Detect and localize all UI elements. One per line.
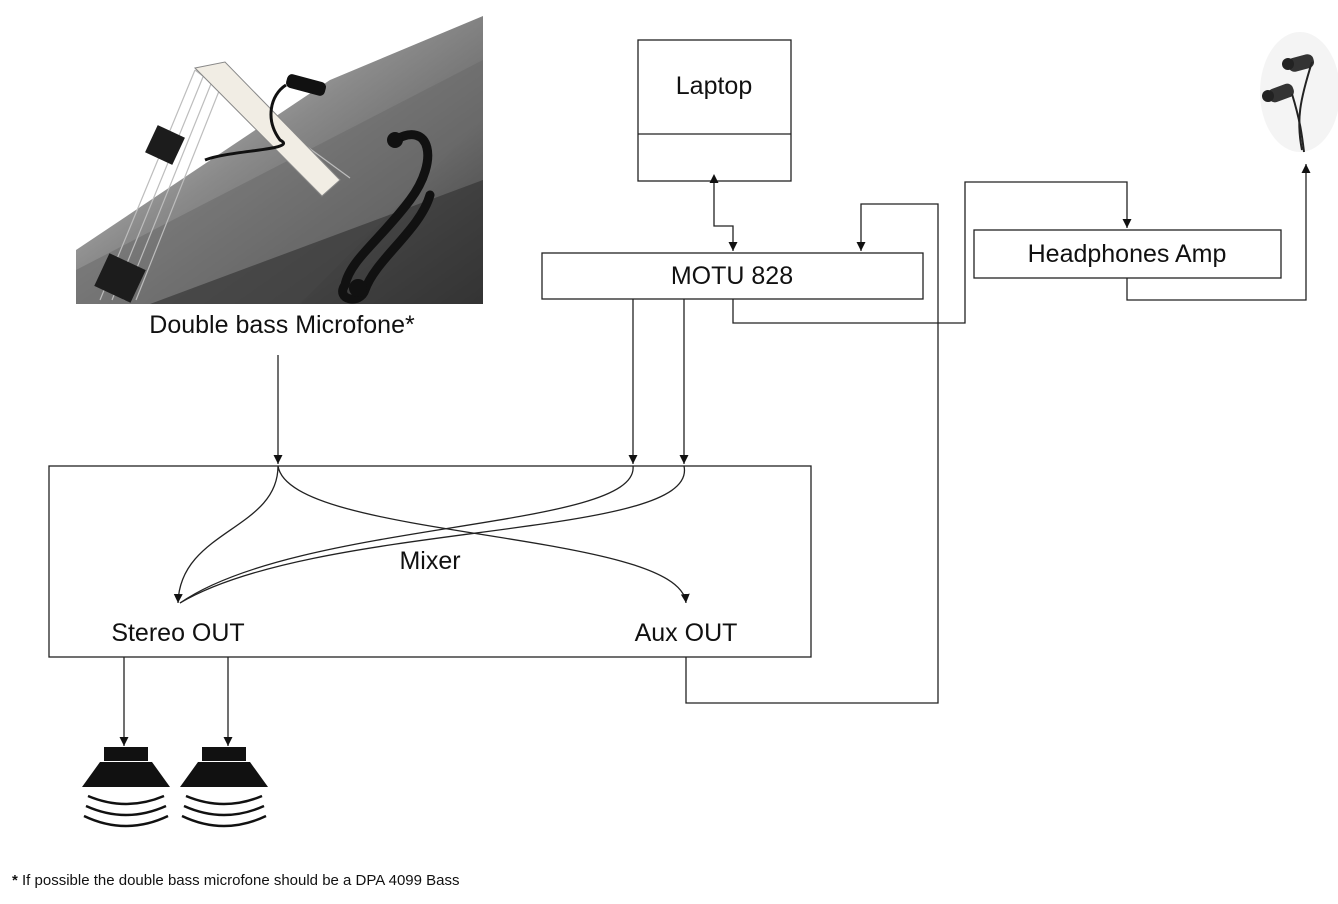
footnote-text: If possible the double bass microfone sh… (17, 872, 460, 889)
mixer-route-mic-to-aux (277, 465, 690, 604)
motu-828-box (541, 252, 924, 300)
stereo-out-label: Stereo OUT (111, 619, 244, 647)
mixer-route-motu2-to-stereo (179, 465, 685, 604)
headphones-amp-label: Headphones Amp (1028, 240, 1227, 268)
amp-to-earphones-wire (1126, 164, 1311, 301)
laptop-label: Laptop (676, 72, 752, 100)
earphones-icon (1260, 32, 1338, 153)
aux-to-motu-wire (685, 203, 939, 704)
headphones-amp-box (973, 229, 1282, 279)
mixer-box (48, 465, 812, 658)
mixer-route-motu1-to-stereo (179, 465, 634, 604)
motu-to-headphones-amp-wire (732, 181, 1132, 324)
motu-828-label: MOTU 828 (671, 262, 793, 290)
laptop-box (637, 39, 792, 182)
footnote-mark: * (12, 872, 18, 889)
mixer-route-mic-to-stereo (173, 465, 279, 604)
double-bass-photo (76, 16, 483, 304)
speaker-icon (180, 747, 268, 828)
speaker-icon (82, 747, 170, 828)
mixer-label: Mixer (399, 547, 460, 575)
aux-out-label: Aux OUT (635, 619, 738, 647)
microphone-caption: Double bass Microfone* (149, 311, 415, 339)
laptop-motu-wire (709, 174, 738, 251)
footnote: * If possible the double bass microfone … (12, 872, 460, 889)
